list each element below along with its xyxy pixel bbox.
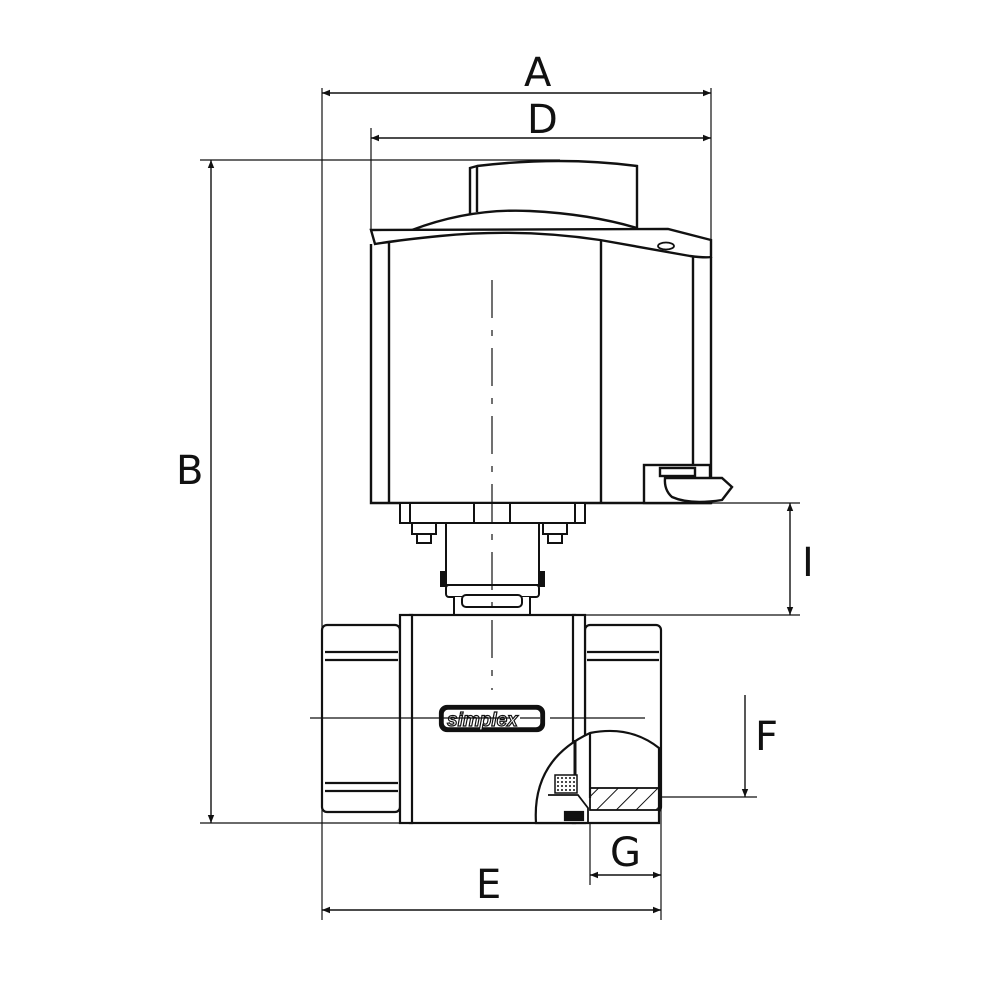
actuator	[369, 159, 734, 505]
dim-label-a: A	[524, 50, 552, 96]
bolt-left	[411, 522, 437, 535]
cutaway-section	[534, 729, 661, 825]
dimension-lines	[207, 89, 794, 914]
brand-logo-text: simplex	[447, 710, 519, 731]
bolt-right	[542, 522, 568, 535]
dim-label-f: F	[755, 714, 778, 760]
dim-label-d: D	[527, 97, 558, 143]
manual-lever	[642, 463, 734, 505]
centerlines	[310, 280, 645, 719]
dim-label-g: G	[610, 830, 641, 876]
dim-label-b: B	[176, 448, 203, 494]
dim-label-i: I	[802, 540, 814, 586]
dim-label-e: E	[476, 862, 501, 908]
actuator-top-plate	[369, 227, 713, 259]
